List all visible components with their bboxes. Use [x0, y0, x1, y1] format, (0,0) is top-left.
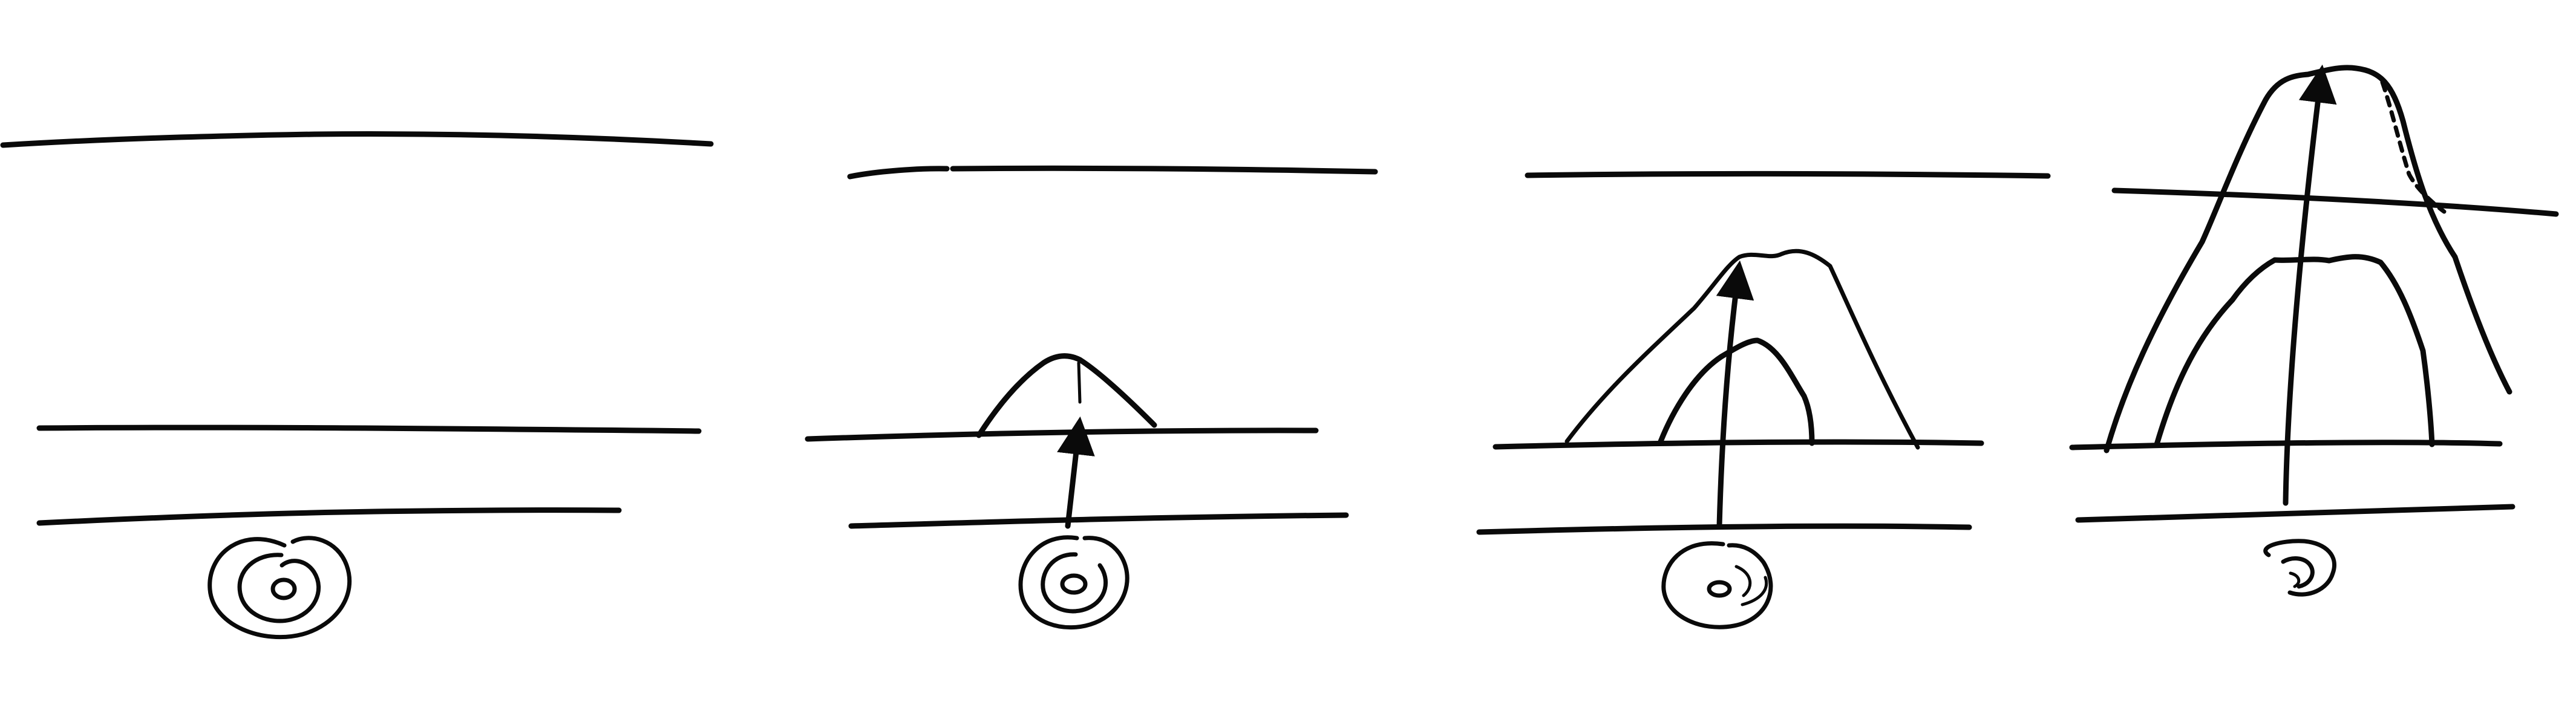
stage-4-spiral-symbol [2263, 539, 2336, 597]
stage-3-lower-boundary-line [1476, 523, 1972, 535]
stage-4-upward-arrow [2283, 64, 2337, 506]
stage-2-spiral-symbol [1018, 535, 1129, 630]
stage-1-panel [0, 131, 714, 640]
stage-3-spiral-symbol [1661, 541, 1773, 629]
stage-3-middle-boundary-line [1492, 439, 1984, 450]
stage-2-upward-arrow [1057, 416, 1095, 529]
stage-4-panel [2069, 64, 2559, 597]
stage-4-upper-boundary-line [2111, 187, 2559, 217]
stage-1-lower-boundary-line [36, 507, 622, 526]
stage-3-inner-mound [1658, 337, 1815, 446]
stage-4-middle-boundary-line [2069, 440, 2503, 450]
stage-3-panel [1476, 171, 2051, 629]
stage-3-upper-boundary-line [1525, 171, 2051, 179]
stage-1-upper-boundary-line [0, 131, 714, 148]
stage-1-middle-boundary-line [36, 424, 702, 434]
stage-2-lower-boundary-line [848, 512, 1349, 529]
stage-2-small-mound [976, 353, 1157, 438]
stage-2-panel [805, 165, 1378, 630]
stage-3-outer-mound [1564, 249, 1920, 450]
stage-1-spiral-symbol [208, 536, 352, 640]
stage-4-outer-mound-hidden-edge [2380, 80, 2447, 214]
stage-2-mound-crack [1077, 361, 1082, 404]
stage-4-inner-mound [2154, 254, 2435, 447]
stage-2-middle-boundary-line [805, 427, 1319, 442]
stage-2-upper-boundary-line [847, 165, 1378, 180]
stage-3-upward-arrow [1716, 260, 1754, 529]
stage-4-lower-boundary-line [2075, 504, 2516, 523]
